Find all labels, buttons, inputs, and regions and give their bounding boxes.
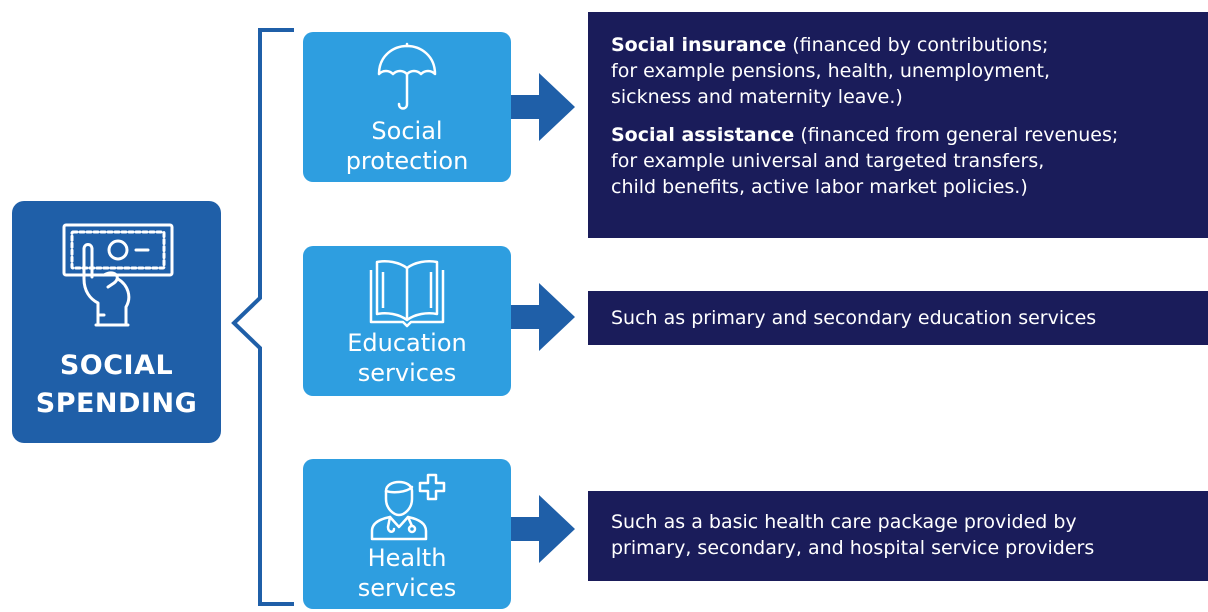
category-label: Health services bbox=[357, 544, 457, 602]
category-social-protection: Social protection bbox=[303, 32, 511, 182]
category-label: Education services bbox=[347, 329, 467, 387]
doctor-plus-icon bbox=[303, 469, 511, 545]
bracket-connector bbox=[228, 28, 298, 612]
social-assistance-paragraph: Social assistance (financed from general… bbox=[611, 124, 1119, 198]
category-education-services: Education services bbox=[303, 246, 511, 396]
social-insurance-term: Social insurance bbox=[611, 34, 787, 56]
title-line-2: SPENDING bbox=[35, 388, 198, 419]
description-education: Such as primary and secondary education … bbox=[588, 291, 1208, 345]
description-social-protection: Social insurance (financed by contributi… bbox=[588, 12, 1208, 238]
arrow-right-icon bbox=[511, 73, 577, 145]
description-health: Such as a basic health care package prov… bbox=[588, 491, 1208, 581]
social-spending-box: SOCIAL SPENDING bbox=[12, 201, 221, 443]
social-assistance-term: Social assistance bbox=[611, 124, 795, 146]
category-health-services: Health services bbox=[303, 459, 511, 609]
arrow-right-icon bbox=[511, 495, 577, 567]
social-spending-title: SOCIAL SPENDING bbox=[12, 347, 221, 423]
category-label: Social protection bbox=[345, 117, 469, 175]
arrow-right-icon bbox=[511, 283, 577, 355]
umbrella-icon bbox=[303, 42, 511, 118]
open-book-icon bbox=[303, 256, 511, 332]
social-insurance-paragraph: Social insurance (financed by contributi… bbox=[611, 34, 1051, 108]
title-line-1: SOCIAL bbox=[59, 350, 174, 381]
money-in-hand-icon bbox=[56, 219, 178, 338]
